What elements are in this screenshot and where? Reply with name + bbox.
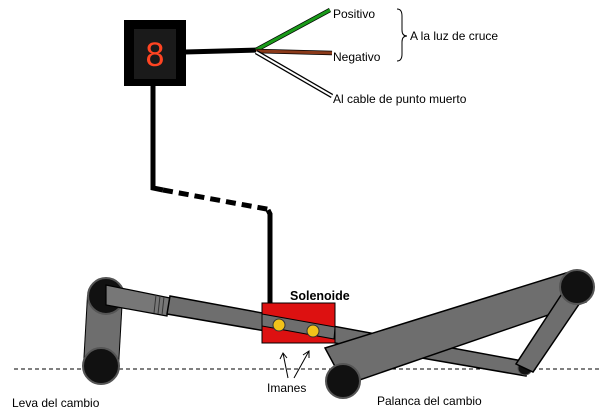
- magnet-2: [306, 324, 320, 338]
- shift-cam-pivot-bottom: [82, 347, 120, 385]
- positive-label: Positivo: [333, 7, 375, 21]
- signal-cable-solid-upper: [150, 86, 164, 193]
- shift-lever-pivot-bottom: [325, 363, 361, 399]
- solenoid-label: Solenoide: [290, 289, 350, 303]
- threaded-connector: [105, 284, 171, 317]
- wire-harness: [184, 47, 259, 55]
- magnets-label: Imanes: [267, 381, 306, 395]
- group-label: A la luz de cruce: [410, 29, 498, 43]
- neutral-label: Al cable de punto muerto: [333, 92, 467, 106]
- positive-wire: [255, 8, 331, 52]
- negative-wire: [255, 49, 333, 55]
- group-brace: [396, 8, 408, 62]
- signal-cable-solid-lower: [265, 208, 273, 303]
- neutral-wire: [255, 51, 333, 97]
- shift-lever-pivot-top: [559, 269, 595, 305]
- magnet-1: [272, 318, 286, 332]
- thread-marks: [153, 294, 165, 316]
- magnet-pointer-arrows: [279, 350, 310, 379]
- gear-display-screen: [134, 29, 176, 79]
- signal-cable-dashed: [162, 187, 273, 213]
- gear-display-digit: 8: [146, 36, 165, 74]
- shift-cam-label: Leva del cambio: [12, 396, 100, 410]
- shift-lever-label: Palanca del cambio: [377, 394, 482, 408]
- negative-label: Negativo: [333, 50, 381, 64]
